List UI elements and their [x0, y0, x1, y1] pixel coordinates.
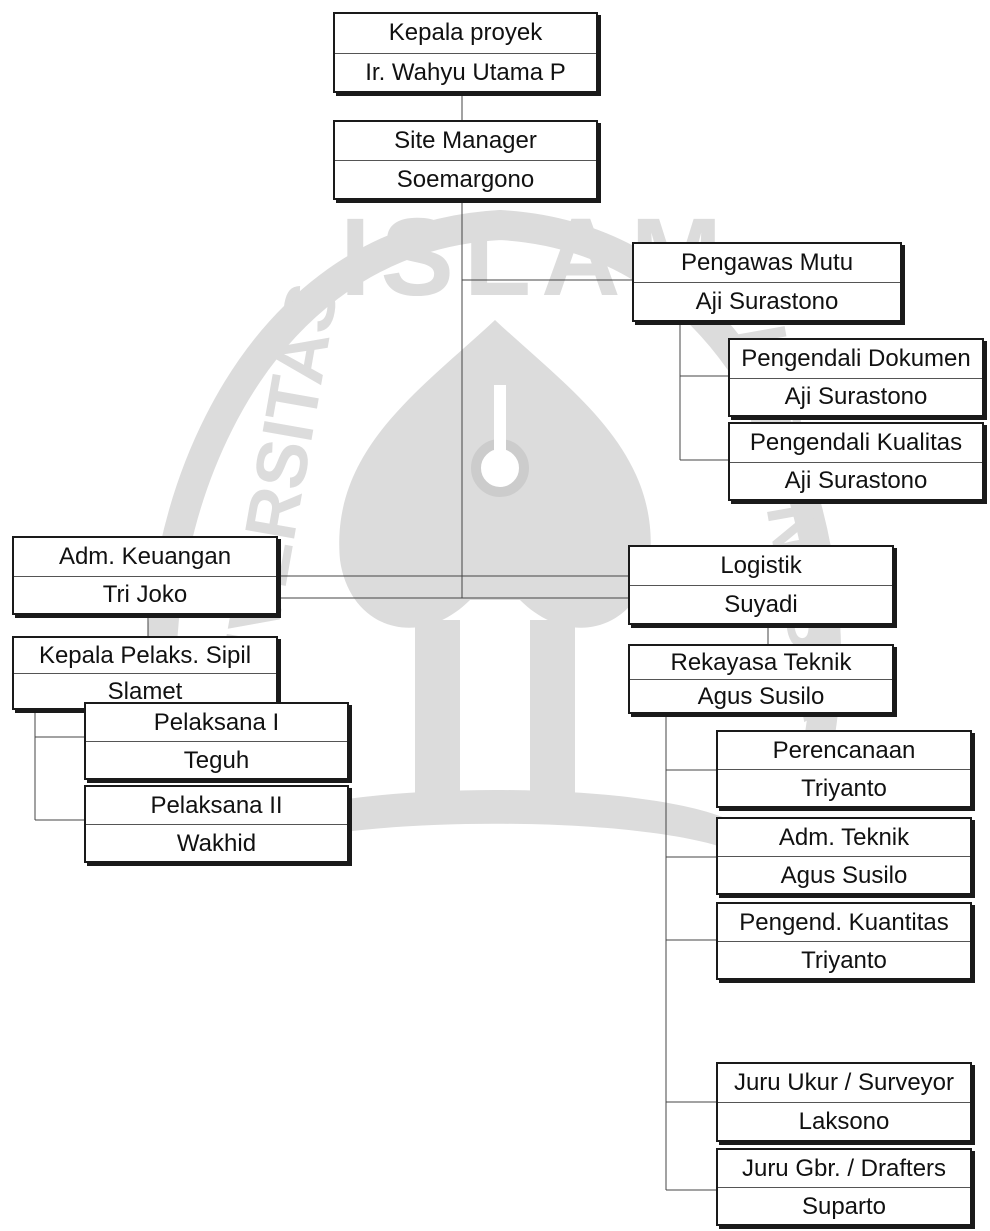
node-person: Triyanto [801, 774, 887, 802]
node-person: Soemargono [396, 166, 535, 193]
node-person: Slamet [107, 677, 183, 705]
node-person: Laksono [798, 1108, 890, 1135]
node-person: Wakhid [176, 829, 257, 857]
node-title: Kepala proyek [335, 14, 596, 54]
node-pengend-kuantitas: Pengend. Kuantitas Triyanto [716, 902, 972, 980]
node-title: Pelaksana I [86, 704, 347, 742]
node-juru-ukur: Juru Ukur / Surveyor Laksono [716, 1062, 972, 1142]
seal-pillar-right [530, 620, 575, 810]
node-pengendali-dokumen: Pengendali Dokumen Aji Surastono [728, 338, 984, 417]
node-title: Pengawas Mutu [634, 244, 900, 283]
node-person: Ir. Wahyu Utama P [365, 58, 566, 86]
node-title: Perencanaan [718, 732, 970, 770]
node-person: Agus Susilo [697, 682, 825, 710]
node-person: Triyanto [801, 946, 887, 974]
node-title: Pengendali Kualitas [730, 424, 982, 463]
node-person: Agus Susilo [780, 861, 908, 889]
node-title: Pengend. Kuantitas [718, 904, 970, 942]
node-person: Teguh [183, 746, 250, 774]
node-site-manager: Site Manager Soemargono [333, 120, 598, 200]
node-rekayasa-teknik: Rekayasa Teknik Agus Susilo [628, 644, 894, 714]
node-title: Pengendali Dokumen [730, 340, 982, 379]
node-person: Aji Surastono [784, 467, 928, 495]
node-pelaksana-2: Pelaksana II Wakhid [84, 785, 349, 863]
node-title: Adm. Teknik [718, 819, 970, 857]
node-person: Suparto [801, 1192, 887, 1220]
node-logistik: Logistik Suyadi [628, 545, 894, 625]
node-kepala-proyek: Kepala proyek Ir. Wahyu Utama P [333, 12, 598, 93]
node-person: Tri Joko [102, 581, 188, 609]
node-person: Aji Surastono [784, 383, 928, 411]
node-pengendali-kualitas: Pengendali Kualitas Aji Surastono [728, 422, 984, 501]
node-title: Logistik [630, 547, 892, 586]
node-title: Adm. Keuangan [14, 538, 276, 577]
node-pelaksana-1: Pelaksana I Teguh [84, 702, 349, 780]
node-perencanaan: Perencanaan Triyanto [716, 730, 972, 808]
node-adm-keuangan: Adm. Keuangan Tri Joko [12, 536, 278, 615]
node-person: Suyadi [724, 591, 798, 618]
seal-pillar-left [415, 620, 460, 810]
node-title: Juru Ukur / Surveyor [718, 1064, 970, 1103]
seal-base [260, 790, 730, 850]
node-title: Site Manager [335, 122, 596, 161]
node-title: Juru Gbr. / Drafters [718, 1150, 970, 1188]
node-person: Aji Surastono [695, 288, 839, 315]
node-title: Kepala Pelaks. Sipil [14, 638, 276, 674]
node-pengawas-mutu: Pengawas Mutu Aji Surastono [632, 242, 902, 322]
node-title: Pelaksana II [86, 787, 347, 825]
node-adm-teknik: Adm. Teknik Agus Susilo [716, 817, 972, 895]
node-kepala-pelaks-sipil: Kepala Pelaks. Sipil Slamet [12, 636, 278, 710]
node-juru-gambar: Juru Gbr. / Drafters Suparto [716, 1148, 972, 1226]
node-title: Rekayasa Teknik [630, 646, 892, 680]
